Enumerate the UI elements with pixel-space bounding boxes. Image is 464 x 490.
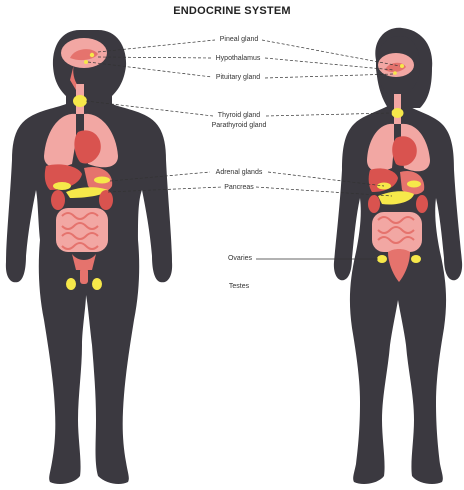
label-thyroid-gland: Thyroid gland xyxy=(217,111,261,120)
female-kidney-right xyxy=(416,195,428,213)
female-figure xyxy=(334,28,462,484)
male-kidney-right xyxy=(99,190,113,210)
female-ovary-left xyxy=(377,255,387,263)
male-organ-shaft xyxy=(80,268,88,284)
female-thyroid-gland xyxy=(392,108,404,118)
label-hypothalamus: Hypothalamus xyxy=(215,54,262,63)
male-adrenal-right xyxy=(94,177,110,184)
leader-hypothalamus-female xyxy=(265,58,394,70)
female-ovary-right xyxy=(411,255,421,263)
male-thyroid-gland xyxy=(73,95,87,107)
male-pineal-gland xyxy=(90,53,94,57)
male-silhouette xyxy=(6,30,172,484)
male-figure xyxy=(6,30,172,484)
male-kidney-left xyxy=(51,190,65,210)
male-pituitary-gland xyxy=(84,60,88,64)
leader-pituitary-female xyxy=(265,74,394,78)
label-pituitary-gland: Pituitary gland xyxy=(215,73,261,82)
label-pineal-gland: Pineal gland xyxy=(219,35,260,44)
female-adrenal-right xyxy=(407,181,421,188)
male-testis-left xyxy=(66,278,76,290)
label-ovaries: Ovaries xyxy=(227,254,253,263)
female-pituitary-gland xyxy=(393,71,397,75)
male-testis-right xyxy=(92,278,102,290)
male-adrenal-left xyxy=(53,182,71,190)
label-pancreas: Pancreas xyxy=(223,183,255,192)
female-pineal-gland xyxy=(400,64,404,68)
label-adrenal-glands: Adrenal glands xyxy=(215,168,264,177)
female-kidney-left xyxy=(368,195,380,213)
label-testes: Testes xyxy=(228,282,250,291)
label-parathyroid-gland: Parathyroid gland xyxy=(211,121,268,130)
